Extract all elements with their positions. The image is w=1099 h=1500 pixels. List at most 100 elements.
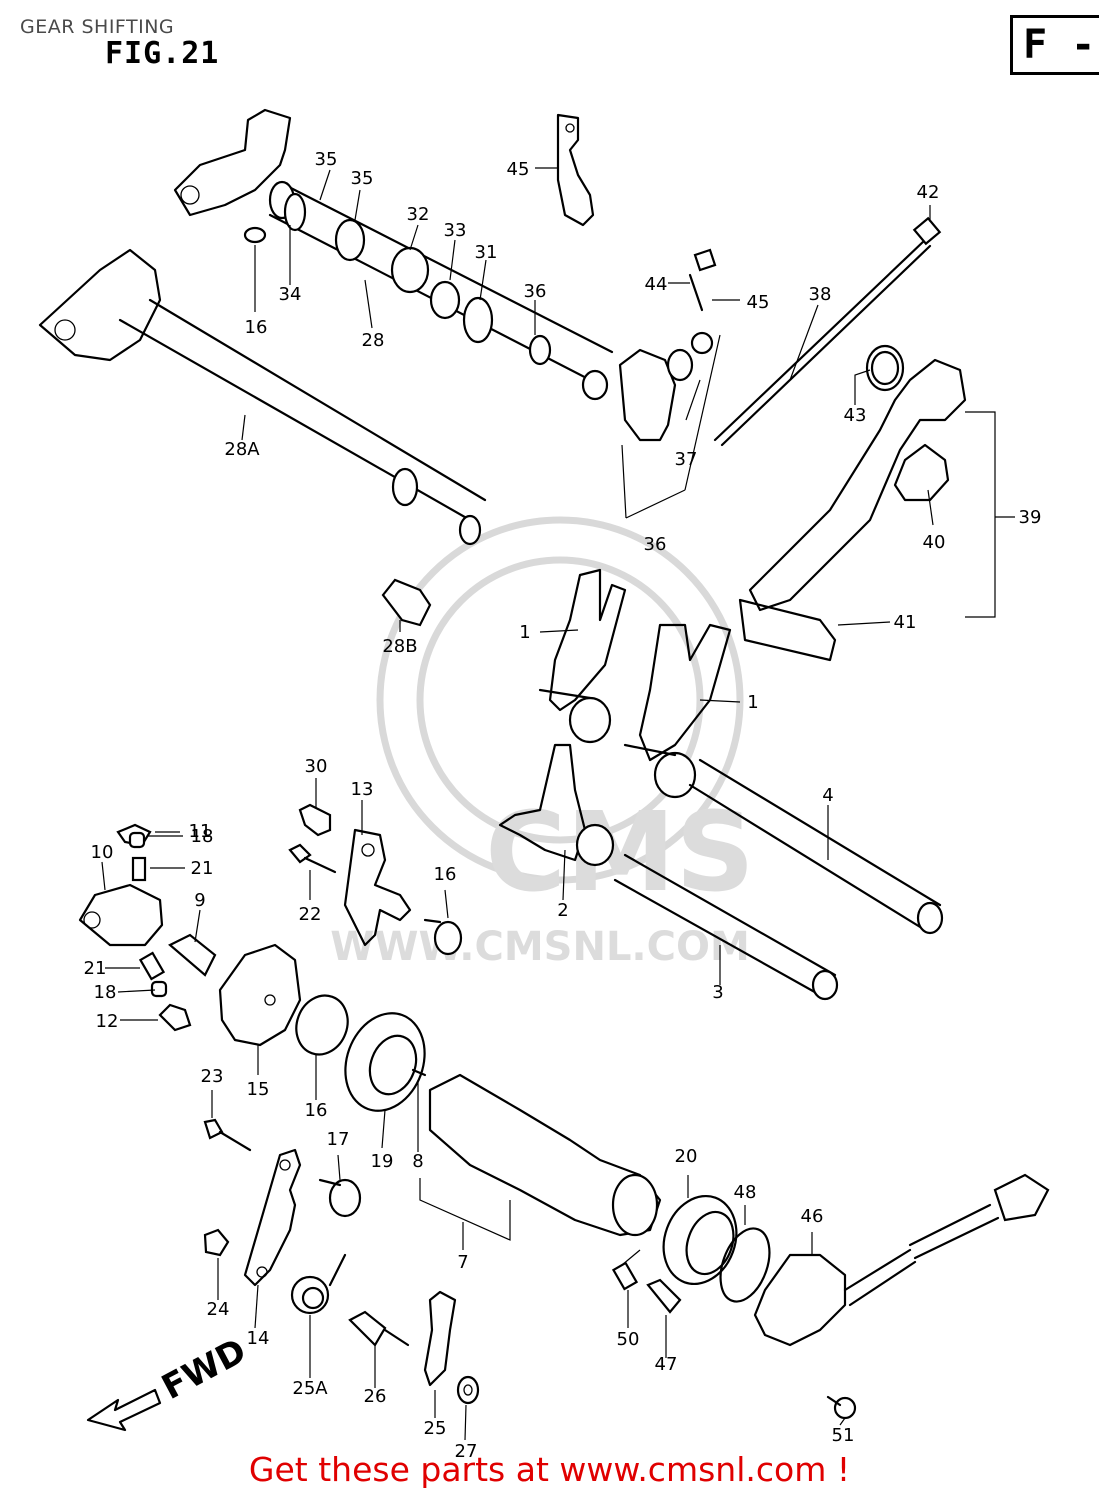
callout-12: 14 — [247, 1328, 270, 1349]
callout-1-lower: 1 — [747, 692, 758, 713]
callout-44: 44 — [645, 274, 668, 295]
callout-5: 7 — [457, 1252, 468, 1273]
section-code: F - — [1023, 22, 1096, 68]
callout-7: 9 — [194, 890, 205, 911]
forward-direction-indicator: FWD — [86, 1331, 253, 1432]
callout-48: 48 — [734, 1182, 757, 1203]
callout-labels: 45 35 35 32 33 31 36 34 16 28 28A 28B 44… — [84, 149, 1042, 1462]
part-25-arm — [423, 1290, 457, 1387]
fwd-label: FWD — [155, 1331, 252, 1408]
callout-18-lower: 18 — [94, 982, 117, 1003]
callout-43: 43 — [844, 405, 867, 426]
callout-17: 16 — [245, 317, 268, 338]
part-36-lever-joint — [618, 331, 714, 442]
part-21-spring-lower — [138, 951, 166, 981]
part-13-cam-plate — [218, 943, 302, 1047]
callout-30: 31 — [475, 242, 498, 263]
callout-20: 20 — [675, 1146, 698, 1167]
callout-6: 8 — [412, 1151, 423, 1172]
part-1-shift-fork-lower — [623, 623, 732, 799]
part-21-spring-upper — [131, 856, 147, 882]
part-5-gearshift-cam — [428, 1073, 662, 1237]
callout-47: 47 — [655, 1354, 678, 1375]
callout-13: 15 — [247, 1079, 270, 1100]
part-23-bolt — [203, 1118, 252, 1152]
part-50-spring — [611, 1261, 639, 1291]
part-39-gearshift-lever — [738, 344, 967, 662]
callout-32: 33 — [444, 220, 467, 241]
callout-37: 37 — [675, 449, 698, 470]
parts-promo-link[interactable]: Get these parts at www.cmsnl.com ! — [248, 1450, 851, 1489]
page-title: GEAR SHIFTING — [20, 16, 175, 38]
callout-41: 41 — [894, 612, 917, 633]
part-44-bolt — [688, 248, 717, 312]
callout-27: 27 — [455, 1441, 478, 1462]
callout-8: 10 — [91, 842, 114, 863]
callout-11: 13 — [351, 779, 374, 800]
part-26-bolt — [348, 1310, 410, 1347]
watermark-url: WWW.CMSNL.COM — [330, 924, 750, 970]
callout-10: 12 — [96, 1011, 119, 1032]
callout-21-upper: 21 — [191, 858, 214, 879]
part-12-lever — [243, 1148, 302, 1287]
callout-33: 34 — [279, 284, 302, 305]
callout-45: 45 — [747, 292, 770, 313]
part-48-o-ring — [719, 1227, 771, 1303]
part-24-nut — [203, 1228, 230, 1257]
part-18-pin-lower — [150, 980, 168, 998]
part-47-contact — [646, 1278, 682, 1314]
callout-14: 16 — [305, 1100, 328, 1121]
callout-15: 17 — [327, 1129, 350, 1150]
part-11-plate — [343, 828, 412, 947]
part-20-needle-bearing — [662, 1194, 738, 1286]
callout-23: 23 — [201, 1066, 224, 1087]
callout-36: 36 — [644, 534, 667, 555]
part-46-neutral-sensor — [753, 1173, 1050, 1347]
watermark-logo: CMS — [485, 788, 754, 916]
callout-25A: 25A — [292, 1378, 328, 1399]
callout-35-lower: 36 — [524, 281, 547, 302]
part-22-bolt — [288, 843, 337, 874]
part-7-pin — [168, 933, 217, 977]
callout-22: 22 — [299, 904, 322, 925]
callout-28: 28 — [362, 330, 385, 351]
callout-2: 2 — [557, 900, 568, 921]
callout-31: 32 — [407, 204, 430, 225]
callout-4: 4 — [822, 785, 833, 806]
part-38-rod — [713, 216, 942, 447]
callout-3: 3 — [712, 982, 723, 1003]
callout-24: 24 — [207, 1299, 230, 1320]
part-14-circlip — [295, 994, 349, 1056]
part-10-stopper-cap — [158, 1003, 192, 1032]
part-27-washer — [456, 1375, 480, 1405]
callout-1-upper: 1 — [519, 622, 530, 643]
watermark: CMS WWW.CMSNL.COM — [330, 516, 755, 970]
callout-46: 46 — [801, 1206, 824, 1227]
callout-51: 51 — [832, 1425, 855, 1446]
section-code-box: F - — [1010, 15, 1099, 75]
part-29-bolt — [298, 803, 332, 837]
part-19-bearing — [344, 1012, 426, 1112]
part-6-dowel-pin — [411, 1068, 427, 1077]
part-28A-long-shaft — [38, 248, 487, 546]
figure-number: FIG.21 — [105, 36, 220, 71]
part-49-bracket — [556, 113, 595, 227]
callout-34: 35 — [351, 168, 374, 189]
part-43-o-ring — [870, 350, 900, 386]
part-3-fork-shaft — [613, 853, 839, 1001]
callout-39: 39 — [1019, 507, 1042, 528]
part-25A-spring — [290, 1253, 347, 1315]
callout-28A: 28A — [224, 439, 260, 460]
part-16-collar — [423, 918, 463, 956]
part-51-screw — [826, 1395, 857, 1420]
callout-49: 45 — [507, 159, 530, 180]
part-8-stopper-body — [78, 883, 164, 947]
callout-26: 26 — [364, 1386, 387, 1407]
callout-16: 16 — [434, 864, 457, 885]
callout-40: 40 — [923, 532, 946, 553]
part-4-fork-shaft — [688, 758, 944, 935]
callout-21-lower: 21 — [84, 958, 107, 979]
callout-25: 25 — [424, 1418, 447, 1439]
part-1-shift-fork-upper — [538, 568, 627, 744]
